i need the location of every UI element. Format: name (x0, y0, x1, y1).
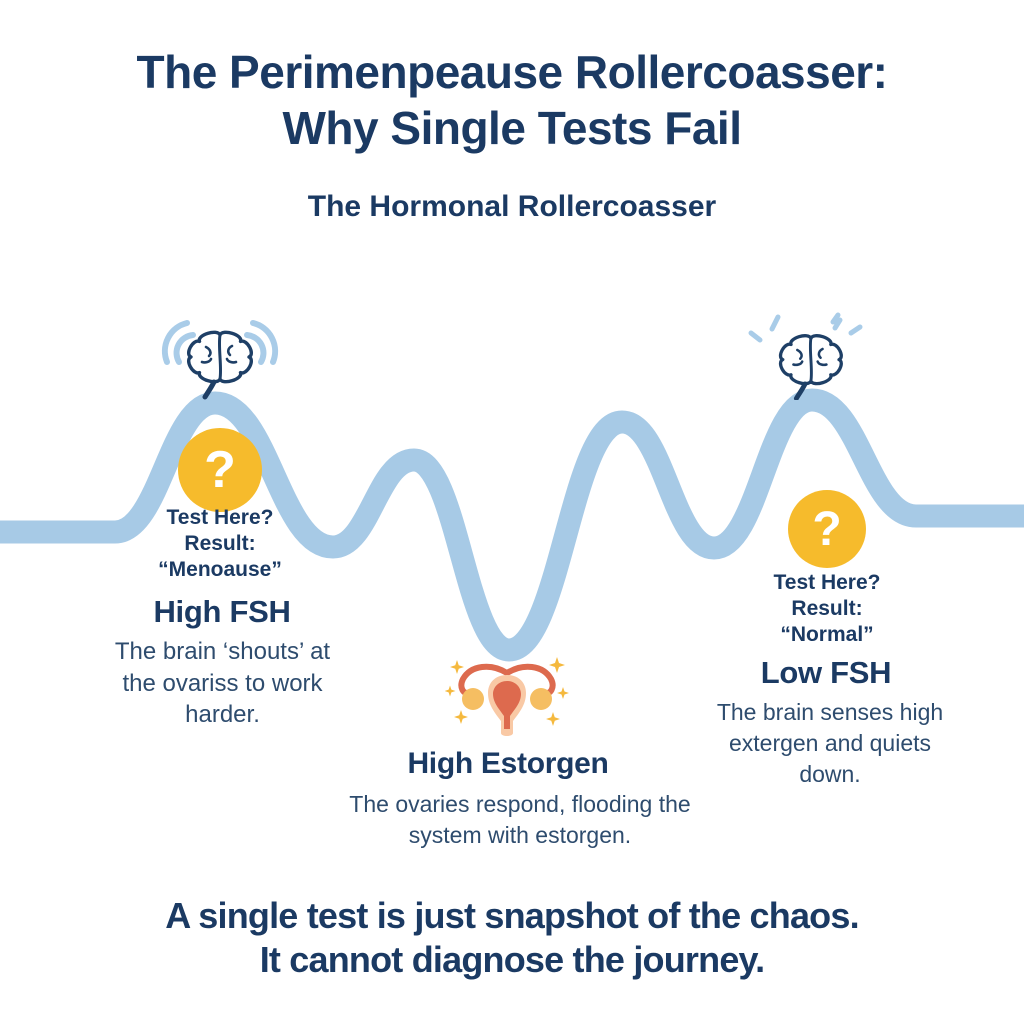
test-here-label: Test Here? (773, 571, 881, 594)
middle-body: The ovaries respond, flooding the system… (349, 791, 691, 848)
left-test-caption: Test Here? Result: “Menoause” (120, 505, 320, 583)
spark-marks-icon (748, 312, 863, 343)
uterus-icon (445, 657, 569, 736)
ovary-left (462, 688, 484, 710)
left-heading: High FSH (153, 594, 291, 629)
footer-line-1: A single test is just snapshot of the ch… (165, 895, 859, 936)
page-title: The Perimenpeause Rollercoasser: Why Sin… (0, 44, 1024, 156)
title-line-1: The Perimenpeause Rollercoasser: (136, 46, 889, 98)
middle-heading: High Estorgen (407, 747, 609, 780)
footer-message: A single test is just snapshot of the ch… (0, 894, 1024, 982)
result-label: Result: (791, 597, 863, 620)
test-here-label: Test Here? (166, 506, 274, 529)
sound-waves-icon (161, 320, 279, 365)
brain-icon-left (161, 320, 279, 404)
brain-icon-right (748, 312, 863, 400)
right-test-caption: Test Here? Result: “Normal” (727, 570, 927, 648)
result-value: “Menoause” (158, 558, 282, 581)
question-badge-right: ? (788, 490, 866, 568)
question-badge-left: ? (178, 428, 262, 512)
ovary-right (530, 688, 552, 710)
left-body: The brain ‘shouts’ at the ovariss to wor… (114, 638, 331, 728)
question-mark: ? (204, 441, 236, 499)
right-body: The brain senses high extergen and quiet… (716, 699, 944, 787)
uterus-body-inner (493, 681, 521, 729)
right-heading: Low FSH (760, 655, 892, 690)
page-subtitle: The Hormonal Rollercoasser (307, 190, 717, 223)
result-label: Result: (184, 532, 256, 555)
question-mark: ? (812, 502, 842, 556)
result-value: “Normal” (780, 623, 874, 646)
hormone-curve-path (0, 388, 1024, 662)
title-line-2: Why Single Tests Fail (282, 102, 742, 154)
footer-line-2: It cannot diagnose the journey. (259, 939, 765, 980)
